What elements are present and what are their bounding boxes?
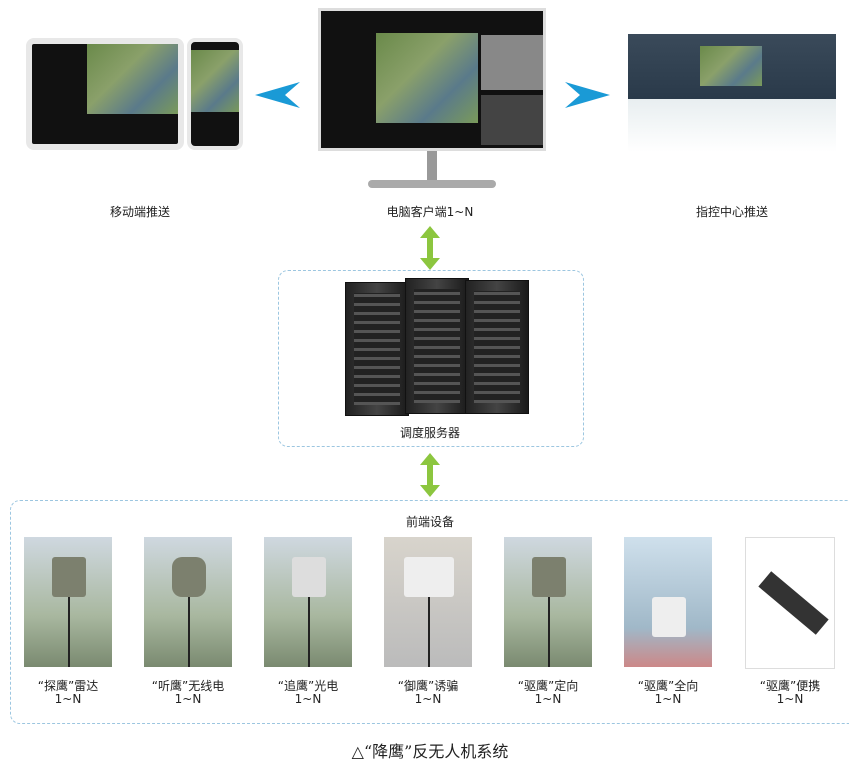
device-name: “追鹰”光电 [277, 679, 339, 693]
double-arrow-icon [420, 453, 440, 497]
monitor-stand [427, 151, 437, 181]
omni-jammer-image [624, 537, 712, 667]
portable-jammer-image [745, 537, 835, 669]
double-arrow-icon [420, 226, 440, 270]
device-name: “驱鹰”便携 [759, 679, 821, 693]
device-name: “御鹰”诱骗 [397, 679, 459, 693]
phone-image [187, 38, 243, 150]
monitor-base [368, 180, 496, 188]
device-name: “探鹰”雷达 [37, 679, 99, 693]
eo-camera-image [264, 537, 352, 667]
device-count: 1~N [414, 692, 442, 706]
server-rack [405, 278, 469, 414]
device-count: 1~N [294, 692, 322, 706]
arrow-left-icon [255, 82, 300, 108]
pc-monitor-image [318, 8, 546, 151]
frontend-title: 前端设备 [405, 515, 455, 529]
figure-caption: △“降鹰”反无人机系统 [351, 742, 509, 761]
command-center-image [628, 34, 836, 152]
device-name: “驱鹰”全向 [637, 679, 699, 693]
pc-client-label: 电脑客户端1~N [386, 205, 474, 219]
mobile-push-label: 移动端推送 [109, 205, 171, 219]
device-count: 1~N [654, 692, 682, 706]
device-name: “驱鹰”定向 [517, 679, 579, 693]
radar-image [24, 537, 112, 667]
device-count: 1~N [534, 692, 562, 706]
command-center-label: 指控中心推送 [695, 205, 769, 219]
frontend-box [10, 500, 849, 724]
server-box [278, 270, 584, 447]
radio-detector-image [144, 537, 232, 667]
directional-jammer-image [504, 537, 592, 667]
device-name: “听鹰”无线电 [151, 679, 225, 693]
server-rack [465, 280, 529, 414]
device-count: 1~N [54, 692, 82, 706]
device-count: 1~N [174, 692, 202, 706]
tablet-image [26, 38, 184, 150]
device-count: 1~N [776, 692, 804, 706]
spoofer-image [384, 537, 472, 667]
arrow-right-icon [565, 82, 610, 108]
server-label: 调度服务器 [399, 426, 461, 440]
server-rack [345, 282, 409, 416]
